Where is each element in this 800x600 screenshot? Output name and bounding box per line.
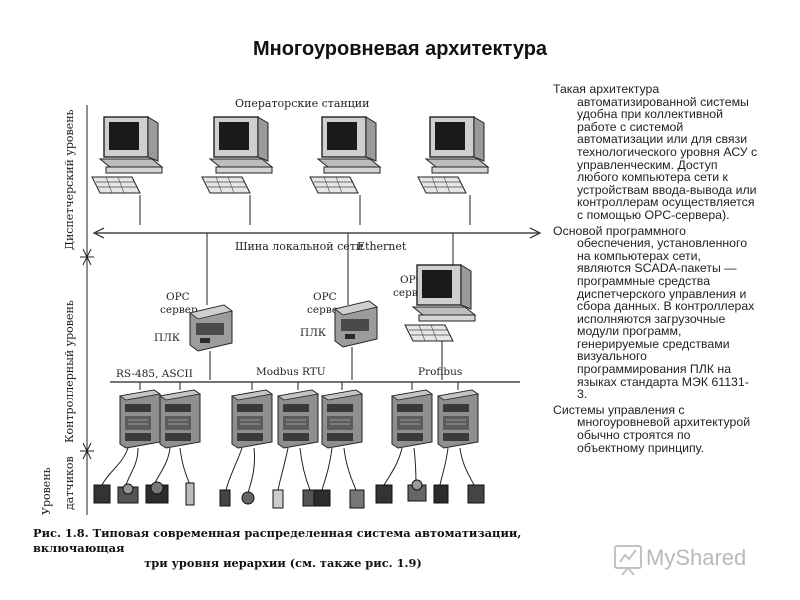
figure-caption: Рис. 1.8. Типовая современная распределе…: [33, 526, 533, 571]
io-module-1: [119, 389, 161, 449]
operator-station-4: [417, 116, 489, 194]
io-modules: [119, 382, 479, 449]
level-label-sensors-1: Уровень: [40, 467, 53, 515]
operator-station-3: [309, 116, 381, 194]
slide-title: Многоуровневая архитектура: [252, 38, 548, 60]
io-module-6: [391, 389, 433, 449]
plc-device-2: [334, 300, 378, 348]
io-module-7: [437, 389, 479, 449]
lan-bus-label: Шина локальной сети: [235, 240, 363, 253]
operator-station-1: [91, 116, 163, 194]
plc-label-2: ПЛК: [300, 327, 326, 339]
paragraph-2: Основой программного обеспечения, устано…: [553, 223, 755, 402]
operator-stations-label: Операторские станции: [235, 97, 369, 110]
watermark: MyShared: [610, 542, 770, 576]
description-text: Такая архитектура автоматизированной сис…: [553, 83, 758, 457]
level-label-sensors-2: датчиков: [63, 456, 76, 510]
bus-label-profibus: Profibus: [418, 366, 462, 378]
level-axis: Диспетчерский уровень Контроллерный уров…: [40, 105, 94, 515]
sensor-devices: [93, 479, 485, 509]
caption-line-1: Рис. 1.8. Типовая современная распределе…: [33, 526, 522, 555]
level-label-controller: Контроллерный уровень: [63, 300, 76, 443]
paragraph-3: Системы управления с многоуровневой архи…: [553, 402, 751, 455]
opc-server-label-1b: сервер: [160, 304, 198, 316]
sensors: [101, 447, 475, 494]
io-module-2: [159, 389, 201, 449]
ethernet-label: Ethernet: [357, 240, 407, 253]
architecture-diagram: Диспетчерский уровень Контроллерный уров…: [30, 85, 550, 515]
bus-label-rs485: RS-485, ASCII: [116, 368, 193, 380]
io-module-4: [277, 389, 319, 449]
lan-bus: [92, 227, 542, 239]
opc-server-label-1: OPC: [166, 291, 190, 303]
io-module-3: [231, 389, 273, 449]
io-module-5: [321, 389, 363, 449]
watermark-text: MyShared: [646, 545, 747, 570]
plc-label-1: ПЛК: [154, 332, 180, 344]
caption-line-2: три уровня иерархии (см. также рис. 1.9): [144, 556, 422, 570]
paragraph-1: Такая архитектура автоматизированной сис…: [553, 82, 758, 222]
opc-server-label-2: OPC: [313, 291, 337, 303]
plc-device-1: [189, 304, 233, 352]
operator-station-2: [201, 116, 273, 194]
bus-label-modbus: Modbus RTU: [256, 366, 326, 378]
level-label-dispatcher: Диспетчерский уровень: [63, 109, 76, 250]
watermark-logo-icon: [614, 545, 642, 576]
